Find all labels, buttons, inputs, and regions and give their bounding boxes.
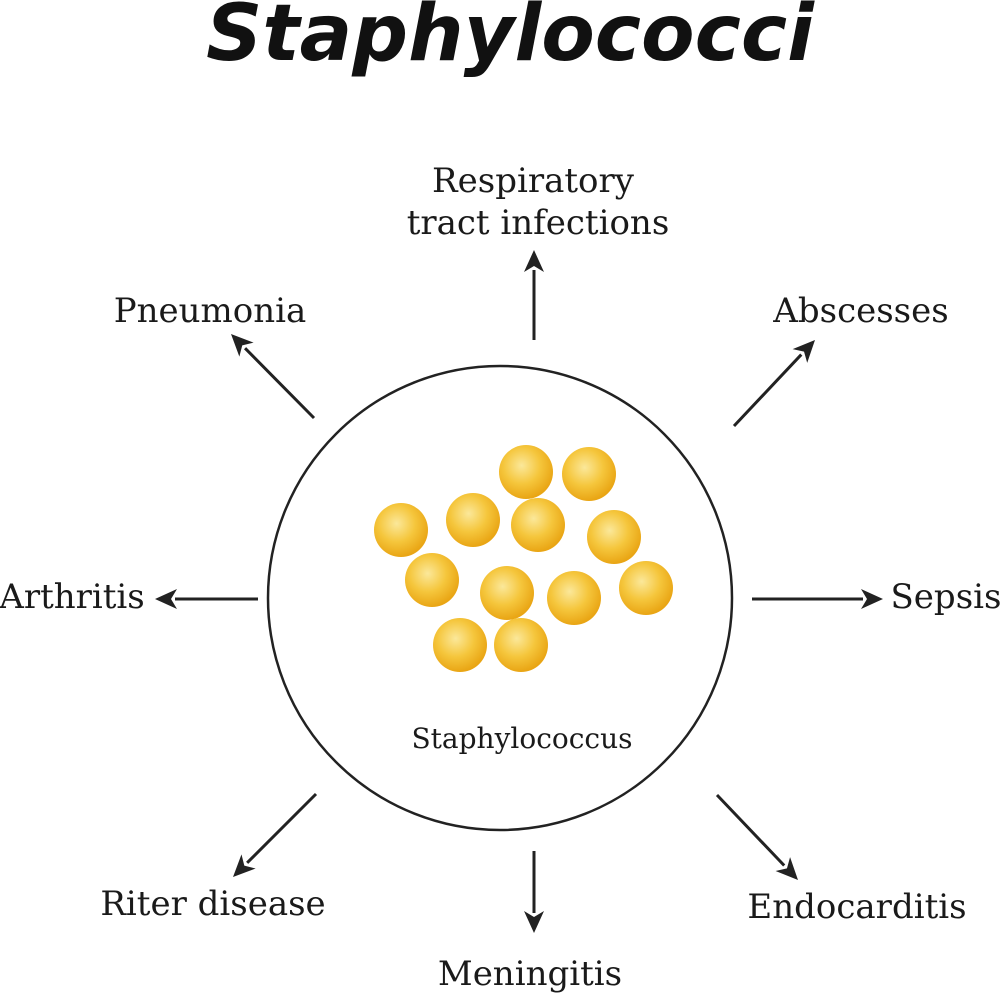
coccus-cell — [433, 618, 487, 672]
label-abscesses: Abscesses — [772, 291, 948, 331]
arrow-head — [524, 250, 544, 272]
coccus-cell — [499, 445, 553, 499]
label-meningitis: Meningitis — [438, 954, 622, 994]
arrow-shaft — [715, 793, 786, 867]
label-sepsis: Sepsis — [891, 577, 1000, 617]
arrow-head — [792, 340, 815, 363]
arrow-arthritis — [155, 589, 258, 609]
label-riter-disease: Riter disease — [100, 884, 325, 924]
coccus-cell — [562, 447, 616, 501]
label-arthritis: Arthritis — [0, 577, 145, 617]
coccus-cell — [446, 493, 500, 547]
label-respiratory-line2: tract infections — [407, 203, 670, 243]
arrow-head — [155, 589, 177, 609]
label-pneumonia: Pneumonia — [114, 291, 307, 331]
arrow-shaft — [732, 353, 803, 428]
arrow-respiratory — [524, 250, 544, 340]
center-label: Staphylococcus — [411, 722, 632, 755]
coccus-cell — [494, 618, 548, 672]
arrow-abscesses — [732, 340, 815, 428]
arrow-endocarditis — [715, 793, 798, 880]
cocci-cluster — [374, 445, 673, 672]
diagram-title: Staphylococci — [206, 0, 815, 79]
arrow-shaft — [243, 347, 316, 420]
coccus-cell — [587, 510, 641, 564]
label-respiratory-line1: Respiratory — [432, 161, 635, 201]
arrow-sepsis — [752, 589, 883, 609]
coccus-cell — [405, 553, 459, 607]
coccus-cell — [619, 561, 673, 615]
coccus-cell — [511, 498, 565, 552]
coccus-cell — [480, 566, 534, 620]
coccus-cell — [547, 571, 601, 625]
arrow-meningitis — [524, 851, 544, 933]
arrow-riter — [233, 792, 318, 877]
arrow-head — [524, 911, 544, 933]
arrows-group — [155, 250, 883, 933]
arrow-pneumonia — [231, 334, 316, 420]
coccus-cell — [374, 503, 428, 557]
arrow-head — [775, 857, 798, 880]
arrow-head — [231, 334, 254, 357]
arrow-head — [861, 589, 883, 609]
arrow-head — [233, 854, 256, 877]
label-endocarditis: Endocarditis — [747, 887, 966, 927]
arrow-shaft — [246, 792, 318, 864]
